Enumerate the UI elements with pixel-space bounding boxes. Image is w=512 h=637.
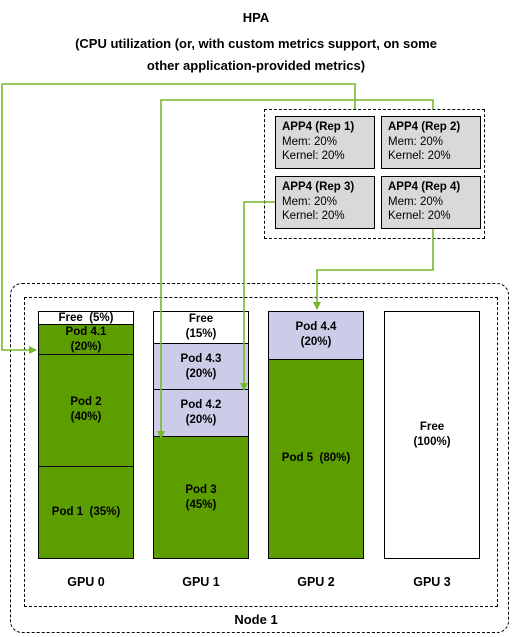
- hpa-subtitle-line2: other application-provided metrics): [146, 58, 366, 73]
- gpu-column-2: Pod 4.4 (20%) Pod 5 (80%): [268, 311, 364, 559]
- segment-percent: (80%): [319, 452, 351, 465]
- segment-percent: (5%): [89, 311, 114, 324]
- replica-title: APP4 (Rep 1): [282, 121, 355, 133]
- hpa-title: HPA: [242, 10, 270, 25]
- segment-name: Free: [419, 421, 445, 433]
- segment-percent: (20%): [70, 340, 102, 353]
- gpu-segment: Free (100%): [385, 312, 479, 558]
- replica-box-2: APP4 (Rep 2) Mem: 20% Kernel: 20%: [381, 116, 481, 169]
- replica-title: APP4 (Rep 4): [388, 181, 461, 193]
- replica-mem: Mem: 20%: [388, 195, 443, 208]
- gpu-label-2: GPU 2: [297, 575, 335, 589]
- replica-mem: Mem: 20%: [282, 195, 337, 208]
- segment-percent: (40%): [70, 411, 102, 424]
- segment-name: Pod 4.1: [65, 325, 107, 338]
- gpu-segment: Pod 2 (40%): [39, 353, 133, 466]
- segment-percent: (45%): [185, 498, 217, 511]
- gpu-column-0: Free (5%)Pod 4.1 (20%) Pod 2 (40%) Pod 1 (35…: [38, 311, 134, 559]
- gpu-segment: Pod 4.4 (20%): [269, 312, 363, 359]
- segment-name: Pod 3: [185, 483, 217, 496]
- segment-percent: (35%): [89, 505, 121, 518]
- gpu-segment: Pod 5 (80%): [269, 358, 363, 558]
- segment-name: Pod 5: [281, 452, 314, 465]
- node-label: Node 1: [234, 612, 278, 627]
- segment-name: Pod 4.3: [180, 352, 222, 365]
- replica-mem: Mem: 20%: [388, 135, 443, 148]
- arrow-hpa-to-pod-4-1: [2, 83, 356, 109]
- gpu-segment: Pod 3 (45%): [154, 436, 248, 558]
- gpu-segment: Free (5%): [39, 311, 133, 325]
- segment-name: Pod 4.4: [295, 321, 337, 334]
- gpu-segment: Pod 1 (35%): [39, 465, 133, 558]
- segment-name: Free: [188, 313, 214, 326]
- gpu-label-0: GPU 0: [67, 575, 105, 589]
- hpa-subtitle-line1: (CPU utilization (or, with custom metric…: [75, 36, 437, 51]
- gpu-column-1: Free (15%) Pod 4.3 (20%) Pod 4.2 (20%) Pod 3 (4…: [153, 311, 249, 559]
- replica-title: APP4 (Rep 2): [388, 121, 461, 133]
- gpu-segment: Pod 4.2 (20%): [154, 389, 248, 437]
- segment-percent: (20%): [185, 367, 217, 380]
- segment-name: Pod 4.2: [180, 399, 222, 412]
- segment-percent: (20%): [300, 336, 332, 349]
- gpu-segment: Pod 4.3 (20%): [154, 342, 248, 390]
- segment-percent: (15%): [185, 328, 217, 341]
- gpu-segment: Free (15%): [154, 312, 248, 343]
- replica-kernel: Kernel: 20%: [388, 150, 451, 162]
- replica-box-1: APP4 (Rep 1) Mem: 20% Kernel: 20%: [275, 116, 375, 169]
- replica-mem: Mem: 20%: [282, 135, 337, 148]
- segment-percent: (20%): [185, 414, 217, 427]
- segment-name: Pod 1: [51, 505, 84, 518]
- gpu-label-3: GPU 3: [413, 575, 451, 589]
- replica-kernel: Kernel: 20%: [282, 210, 345, 222]
- replica-kernel: Kernel: 20%: [388, 210, 451, 222]
- gpu-column-3: Free (100%): [384, 311, 480, 559]
- segment-name: Free: [58, 311, 83, 324]
- segment-percent: (100%): [413, 436, 451, 448]
- gpu-segment: Pod 4.1 (20%): [39, 324, 133, 354]
- gpu-label-1: GPU 1: [182, 575, 220, 589]
- replica-box-3: APP4 (Rep 3) Mem: 20% Kernel: 20%: [275, 176, 375, 229]
- segment-name: Pod 2: [70, 396, 102, 409]
- replica-title: APP4 (Rep 3): [282, 181, 355, 193]
- replica-kernel: Kernel: 20%: [282, 150, 345, 162]
- replica-box-4: APP4 (Rep 4) Mem: 20% Kernel: 20%: [381, 176, 481, 229]
